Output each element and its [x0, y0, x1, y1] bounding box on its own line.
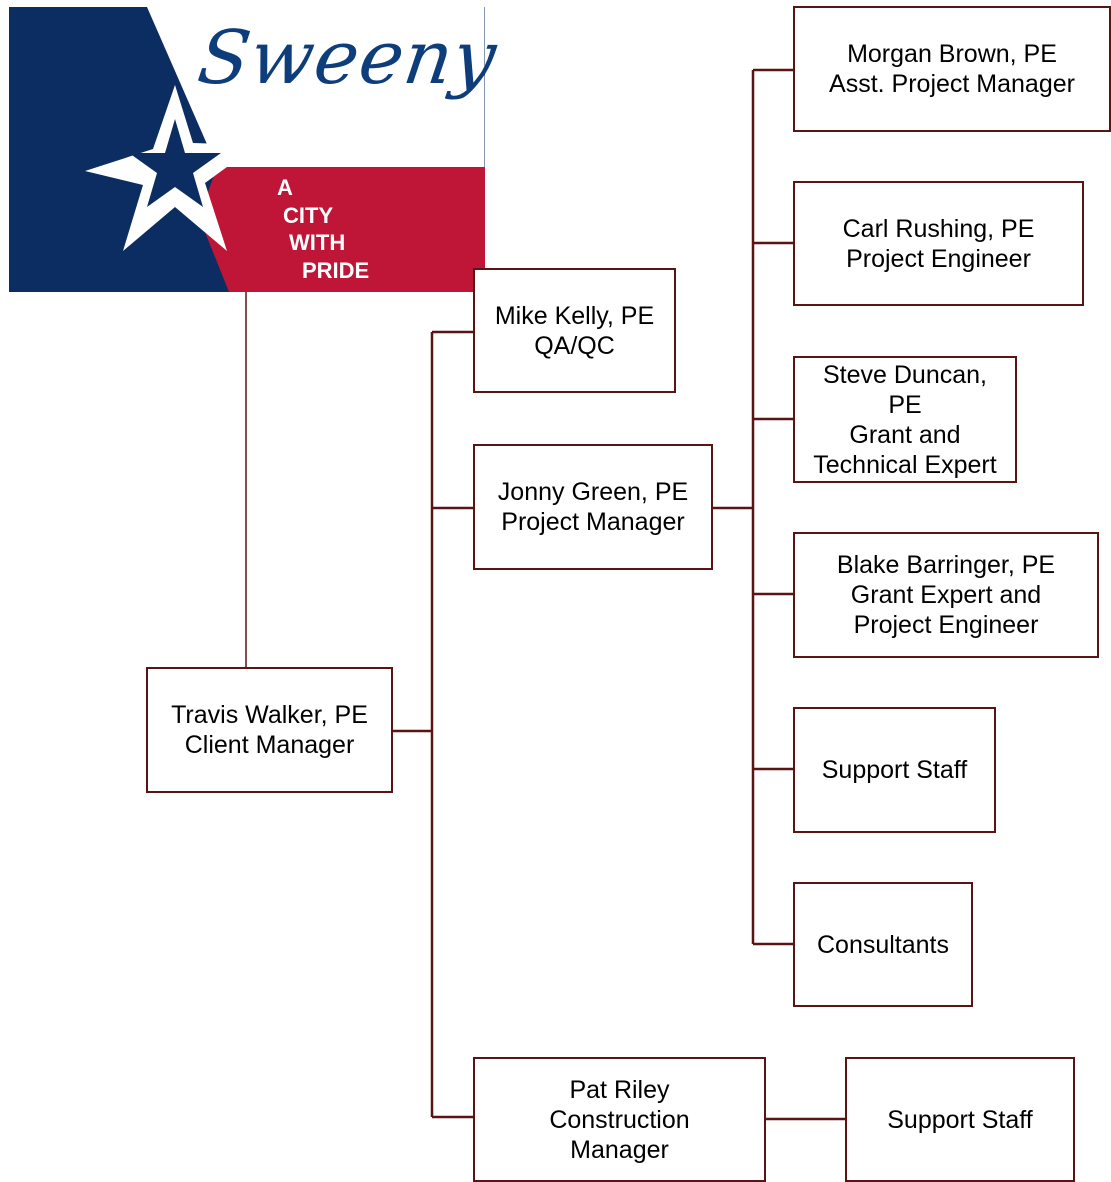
node-line: Mike Kelly, PE	[494, 301, 655, 330]
node-line: Support Staff	[887, 1105, 1033, 1134]
node-blake-barringer: Blake Barringer, PE Grant Expert and Pro…	[793, 532, 1099, 658]
node-line: Morgan Brown, PE	[847, 40, 1057, 68]
node-consultants: Consultants	[793, 882, 973, 1007]
node-line: Steve Duncan,	[823, 360, 987, 389]
node-line: Project Engineer	[846, 244, 1031, 273]
node-line: PE	[888, 390, 922, 419]
node-line: Grant and	[849, 420, 961, 449]
node-pat-support-staff: Support Staff	[845, 1057, 1075, 1182]
node-line: Jonny Green, PE	[497, 478, 689, 506]
node-line: Manager	[570, 1135, 669, 1164]
node-line: Carl Rushing, PE	[842, 214, 1035, 243]
node-support-staff: Support Staff	[793, 707, 996, 833]
logo-slogan-line: A	[277, 175, 293, 200]
logo-slogan-line: WITH	[289, 230, 346, 255]
node-line: Project Engineer	[853, 611, 1039, 639]
node-line: Grant Expert and	[850, 581, 1042, 609]
node-line: Consultants	[816, 930, 950, 959]
node-line: Travis Walker, PE	[171, 701, 368, 729]
node-line: Client Manager	[184, 731, 355, 759]
node-jonny-green: Jonny Green, PE Project Manager	[473, 444, 713, 570]
sweeny-logo: Sweeny A CITY WITH PRIDE	[9, 7, 502, 292]
node-morgan-brown: Morgan Brown, PE Asst. Project Manager	[793, 6, 1111, 132]
node-line: Support Staff	[821, 756, 968, 784]
node-pat-riley: Pat Riley Construction Manager	[473, 1057, 766, 1182]
node-line: Construction	[549, 1105, 690, 1134]
node-line: Project Manager	[501, 508, 685, 536]
node-travis-walker: Travis Walker, PE Client Manager	[146, 667, 393, 793]
node-line: Blake Barringer, PE	[836, 551, 1056, 579]
node-line: Asst. Project Manager	[829, 70, 1075, 98]
logo-slogan-line: PRIDE	[302, 258, 370, 283]
node-steve-duncan: Steve Duncan, PE Grant and Technical Exp…	[793, 356, 1017, 483]
logo-slogan-line: CITY	[283, 203, 334, 228]
node-line: Pat Riley	[569, 1075, 670, 1104]
node-mike-kelly: Mike Kelly, PE QA/QC	[473, 268, 676, 393]
texas-flag-graphic	[9, 7, 485, 292]
node-carl-rushing: Carl Rushing, PE Project Engineer	[793, 181, 1084, 306]
logo-wordmark: Sweeny	[192, 15, 503, 101]
node-line: QA/QC	[534, 331, 615, 360]
node-line: Technical Expert	[813, 450, 997, 479]
